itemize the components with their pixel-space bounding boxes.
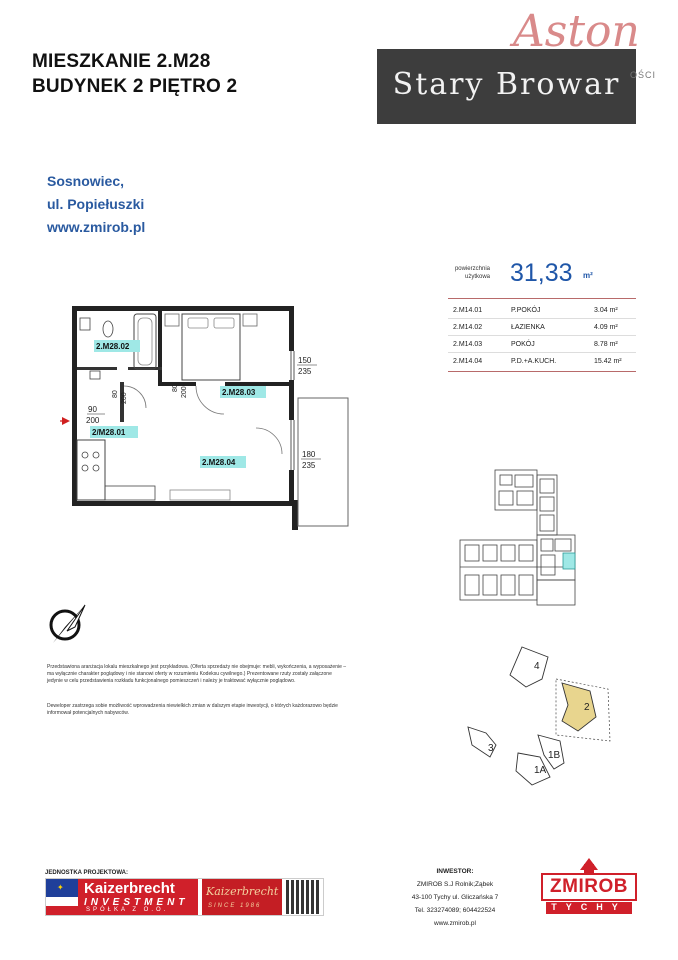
address-street: ul. Popiełuszki [47,196,145,212]
kaizer-investment: INVESTMENT [84,897,189,908]
eu-flag-icon: ✦ [46,879,78,897]
table-row: 2.M14.03 POKÓJ 8.78 m² [448,337,636,354]
table-row: 2.M14.04 P.D.+A.KUCH. 15.42 m² [453,358,622,365]
label-living: 2.M28.04 [202,458,236,467]
area-label: powierzchnia użytkowa [454,266,490,280]
disclaimer-2: Deweloper zastrzega sobie możliwość wpro… [47,703,338,716]
qr-code-icon [286,880,320,914]
aston-sub: OŚCI [630,70,657,80]
kaizer-since: SINCE 1986 [208,903,262,909]
disclaimer-1: Przedstawiona aranżacja lokalu mieszkaln… [47,664,347,684]
investor-address: 43-100 Tychy ul. Gliczańska 7 [411,894,499,901]
label-bath: 2.M28.02 [96,342,130,351]
building-3-label: 3 [488,743,494,754]
stary-browar-logo: Stary Browar [377,49,636,124]
svg-text:90: 90 [88,405,97,414]
table-row: 2.M14.01 P.POKÓJ 3.04 m² [448,303,636,320]
building-1a-label: 1A [534,765,547,776]
key-plan [455,465,590,610]
label-room: 2.M28.03 [222,388,256,397]
building-4-label: 4 [534,661,540,672]
address-city: Sosnowiec, [47,173,125,189]
svg-text:235: 235 [298,367,312,376]
apartment-title: MIESZKANIE 2.M28 [32,51,211,72]
svg-text:150: 150 [298,356,312,365]
investor-name: ZMIROB S.J Rolnik;Ząbek [416,881,494,888]
svg-text:235: 235 [302,461,316,470]
site-plan: 4 2 3 1B 1A [460,645,630,790]
label-entry: 2/M28.01 [92,428,126,437]
table-rule [448,298,636,299]
table-row: 2.M14.02 ŁAZIENKA 4.09 m² [448,320,636,337]
rooms-table: 2.M14.01 P.POKÓJ 3.04 m² 2.M14.02 ŁAZIEN… [448,303,636,371]
aston-logo: Aston [513,6,640,57]
tychy-text: TYCHY [551,902,627,912]
investor-phone: Tel. 323274089; 604422524 [414,907,496,914]
address-web[interactable]: www.zmirob.pl [47,219,146,235]
stary-browar-text: Stary Browar [392,67,621,102]
table-rule [448,371,636,372]
building-2-label: 2 [584,702,590,713]
svg-text:200: 200 [86,416,100,425]
zmirob-text: ZMIROB [550,876,628,897]
floor-plan: 2.M28.02 2.M28.03 2/M28.01 2.M28.04 150 … [40,300,360,535]
building-1b-label: 1B [548,750,561,761]
compass-north-icon [45,603,90,645]
svg-text:180: 180 [302,450,316,459]
kaizerbrecht-logo: ✦ Kaizerbrecht INVESTMENT SPÓŁKA Z O.O. … [45,878,324,916]
kaizer-company: SPÓŁKA Z O.O. [86,907,169,913]
svg-text:80: 80 [112,390,119,398]
building-floor: BUDYNEK 2 PIĘTRO 2 [32,76,238,97]
svg-text:200: 200 [121,392,128,404]
design-unit-title: JEDNOSTKA PROJEKTOWA: [45,870,129,876]
investor-title: INWESTOR: [436,868,474,875]
investor-web[interactable]: www.zmirob.pl [434,920,476,927]
svg-text:80: 80 [172,384,179,392]
kaizer-name: Kaizerbrecht [84,880,175,897]
area-unit: m² [583,271,593,280]
area-value: 31,33 [510,259,573,287]
zmirob-logo: ZMIROB TYCHY [540,856,638,918]
svg-text:200: 200 [181,386,188,398]
kaizer-script: Kaizerbrecht [206,885,279,898]
